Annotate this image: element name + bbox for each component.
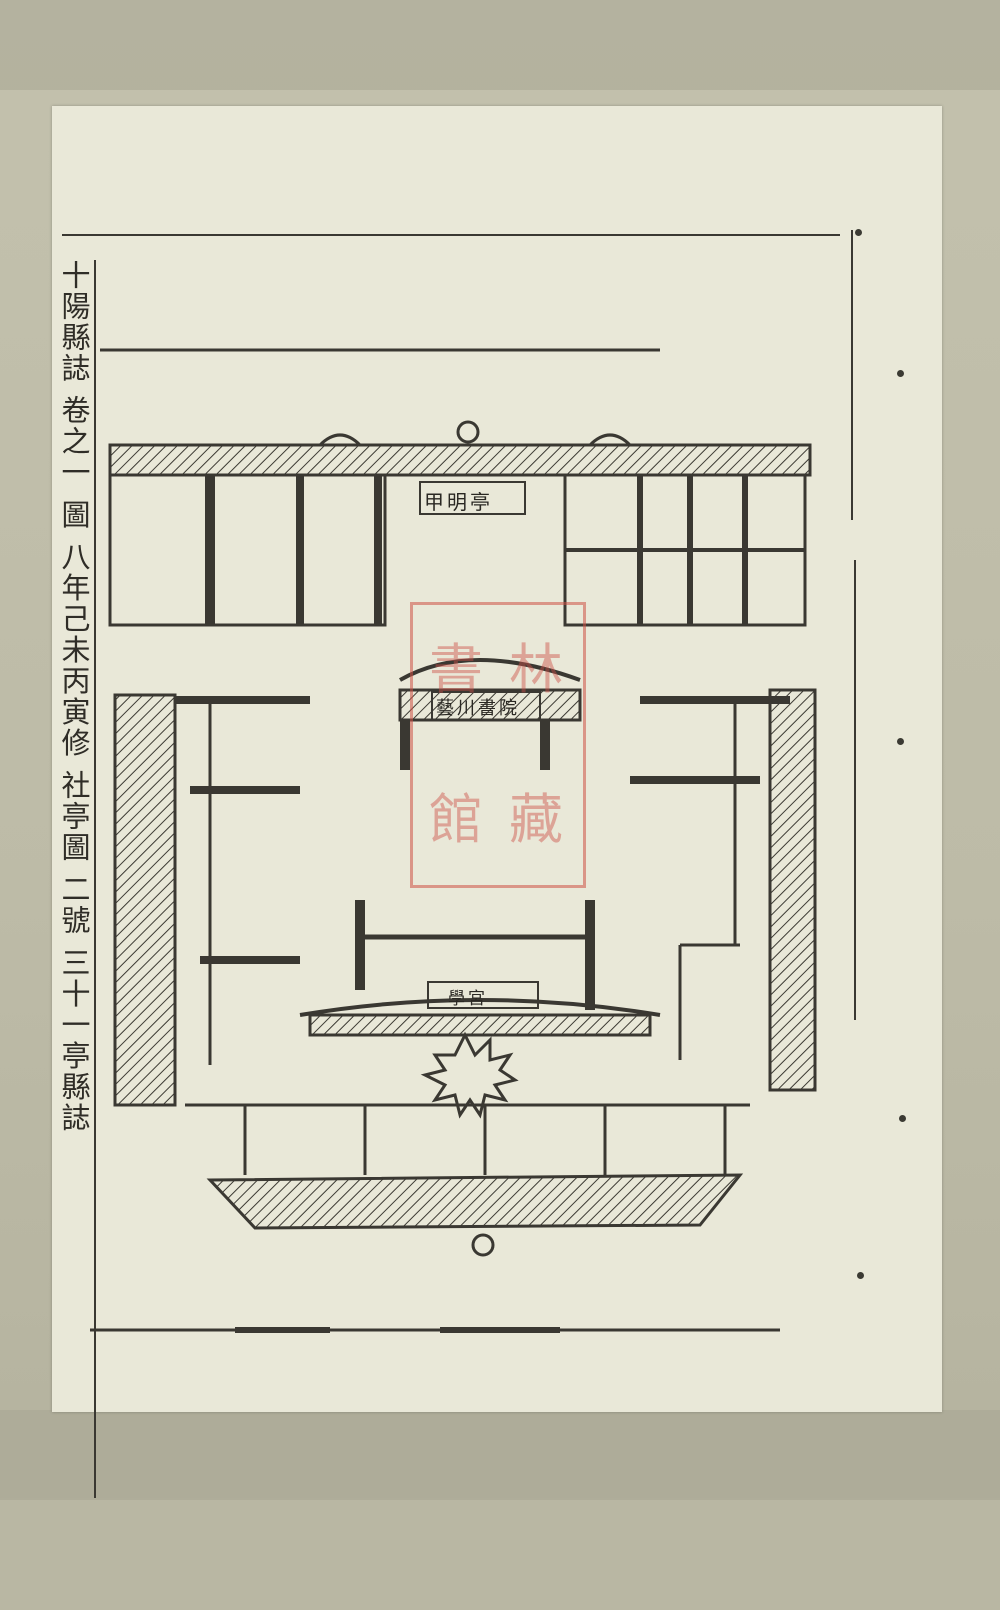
woodblock-plan-drawing [62, 230, 856, 1498]
top-mount-band [0, 0, 1000, 90]
label-academy: 藝川書院 [436, 698, 520, 719]
bottom-mount-band [0, 1410, 1000, 1500]
punch-hole [857, 1272, 864, 1279]
punch-hole [897, 738, 904, 745]
punch-hole [899, 1115, 906, 1122]
seal-char: 館 [429, 788, 483, 851]
label-top-pavilion: 甲明亭 [424, 490, 493, 514]
margin-text: 十陽縣誌 卷之一 圖 八年己未丙寅修 社亭圖 二號 三十一亭縣誌 [57, 260, 91, 1134]
seal-char: 林 [509, 638, 563, 701]
label-gate: 學宮 [448, 989, 488, 1009]
punch-hole [897, 370, 904, 377]
punch-hole [855, 229, 862, 236]
seal-char: 書 [429, 638, 483, 701]
red-seal-stamp: 書 林 館 藏 [410, 602, 586, 888]
seal-char: 藏 [509, 788, 563, 851]
